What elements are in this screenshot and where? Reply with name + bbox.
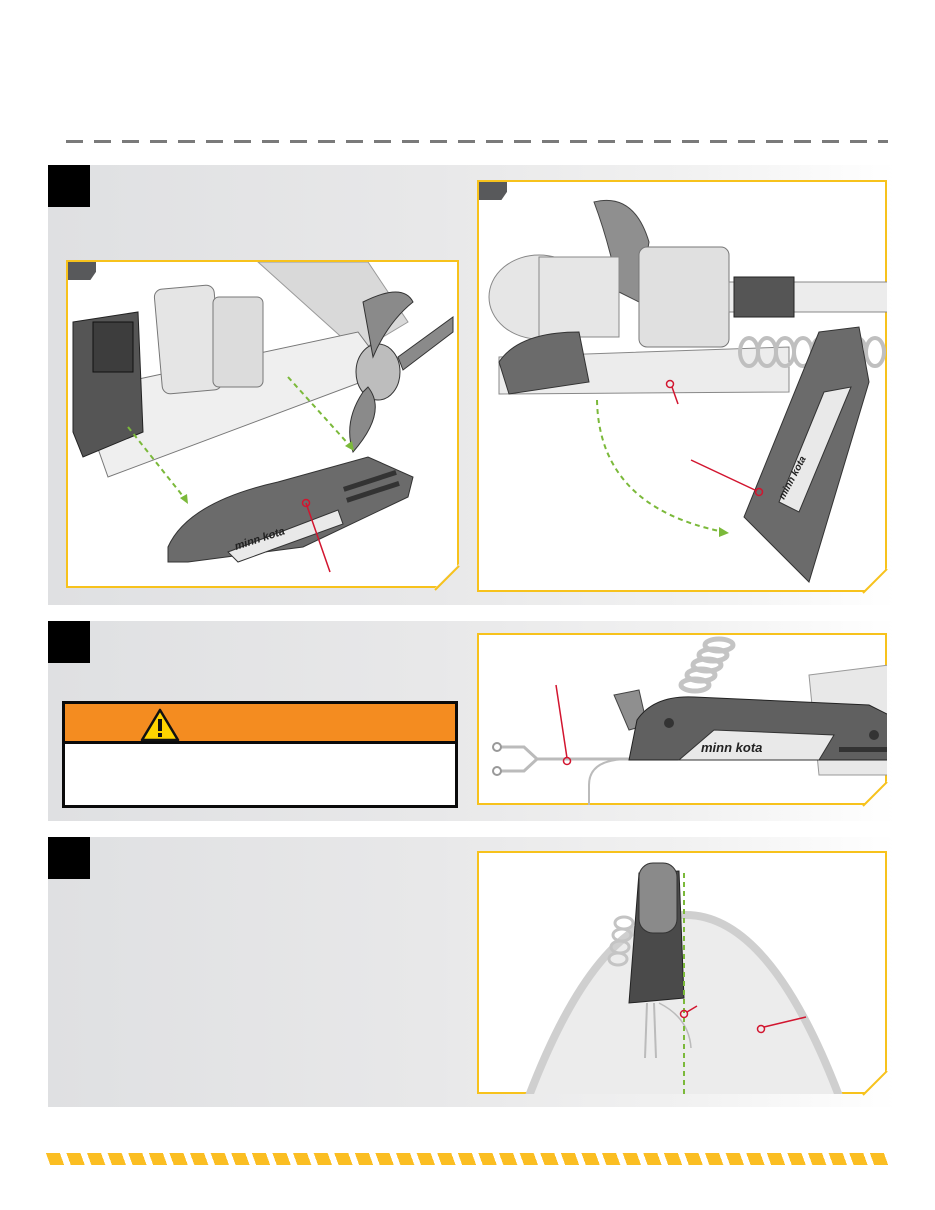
step-3-number-box [48,837,90,879]
header-dashed-rule [66,140,888,143]
side-cover-illustration: minn kota [479,182,889,594]
warning-body [65,744,455,805]
warning-triangle-icon [140,708,180,742]
warning-box [62,701,458,808]
step-1-figure-b: minn kota [477,180,887,592]
stabilizer-cover-illustration: minn kota [68,262,461,590]
figure-corner-tab [68,262,96,280]
figure-corner-tab [479,182,507,200]
step-3-figure [477,851,887,1094]
svg-text:minn kota: minn kota [701,740,762,755]
step-1-number-box [48,165,90,207]
power-leads-illustration: minn kota [479,635,889,807]
step-1-figure-a: minn kota [66,260,459,588]
step-2-figure: minn kota [477,633,887,805]
step-2-number-box [48,621,90,663]
footer-hazard-stripe [45,1153,891,1165]
bow-centerline-illustration [479,853,889,1096]
warning-header [65,704,455,744]
